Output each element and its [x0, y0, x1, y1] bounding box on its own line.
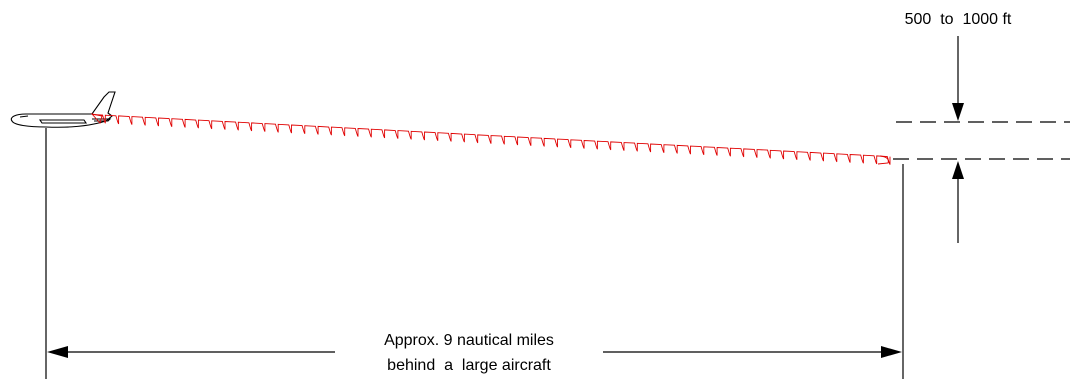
aircraft-wing: [38, 119, 88, 124]
aircraft-fuselage: [10, 91, 116, 128]
distance-arrow-left: [47, 346, 68, 358]
distance-label-line1: Approx. 9 nautical miles: [384, 332, 554, 349]
distance-label-line2: behind a large aircraft: [387, 357, 551, 374]
wake-end-cap: [877, 155, 889, 165]
distance-arrow-right: [881, 346, 902, 358]
wake-start-cap: [90, 113, 103, 124]
upper-arrow-head: [952, 103, 964, 121]
wake-vortex-trail: [90, 113, 891, 165]
separation-label: 500 to 1000 ft: [905, 11, 1012, 28]
wake-vortex-sawtooth: [91, 114, 891, 165]
aircraft-window-line: [19, 115, 29, 118]
lower-arrow-head: [952, 161, 964, 179]
